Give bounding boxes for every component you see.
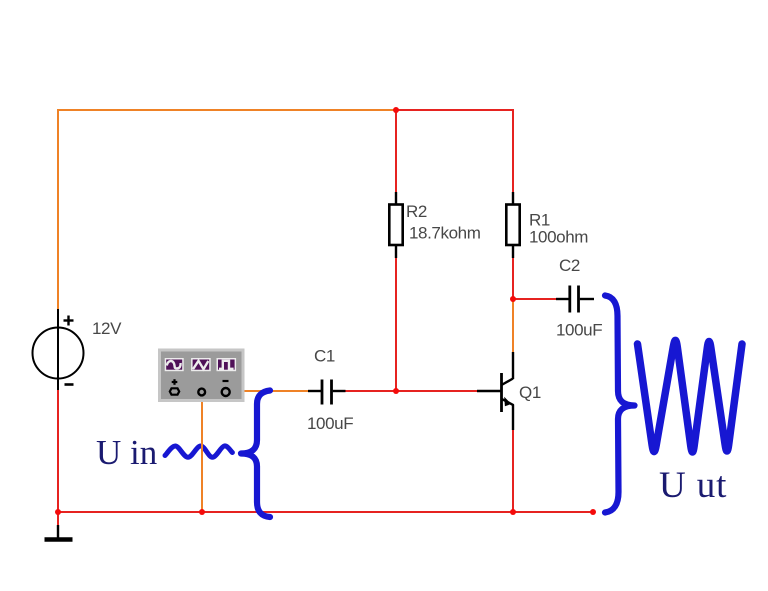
svg-text:R2: R2 xyxy=(406,202,427,221)
svg-text:Q1: Q1 xyxy=(519,383,541,402)
svg-text:12V: 12V xyxy=(92,319,122,338)
svg-text:U in: U in xyxy=(96,433,157,472)
svg-text:R1: R1 xyxy=(529,211,550,230)
svg-text:C2: C2 xyxy=(559,256,580,275)
svg-text:100ohm: 100ohm xyxy=(529,228,588,247)
svg-text:U ut: U ut xyxy=(659,465,727,506)
svg-text:C1: C1 xyxy=(314,347,335,366)
svg-text:100uF: 100uF xyxy=(556,321,602,340)
svg-text:18.7kohm: 18.7kohm xyxy=(409,224,481,243)
svg-text:100uF: 100uF xyxy=(307,414,353,433)
